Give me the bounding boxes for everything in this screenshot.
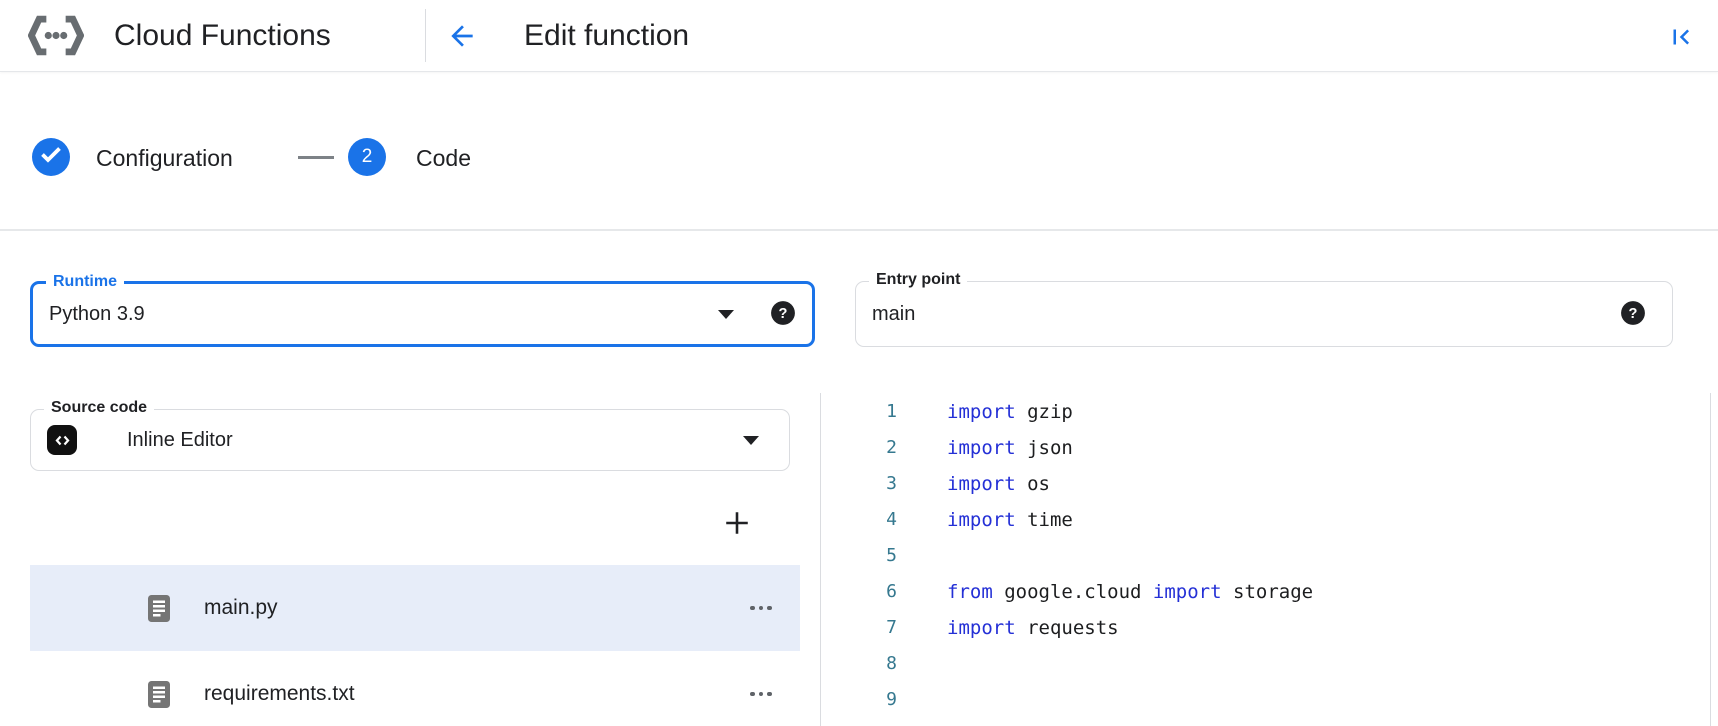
line-number: 7: [886, 617, 897, 638]
entry-point-input[interactable]: [872, 302, 1584, 326]
cloud-functions-logo-icon: [27, 14, 85, 57]
editor-left-divider: [820, 393, 821, 726]
line-number: 6: [886, 581, 897, 602]
product-title: Cloud Functions: [114, 19, 331, 52]
file-row-main.py[interactable]: main.py: [30, 565, 800, 651]
file-row-requirements.txt[interactable]: requirements.txt: [30, 651, 800, 726]
line-number: 9: [886, 689, 897, 710]
more-options-button[interactable]: [750, 605, 772, 611]
file-name: requirements.txt: [204, 682, 355, 705]
svg-text:?: ?: [1629, 306, 1638, 322]
code-line-4[interactable]: 4 import time: [821, 502, 1709, 538]
editor-right-border: [1710, 393, 1711, 726]
line-content: from google.cloud import storage: [947, 581, 1314, 603]
code-line-5[interactable]: 5: [821, 538, 1709, 574]
code-line-6[interactable]: 6 from google.cloud import storage: [821, 574, 1709, 610]
code-line-3[interactable]: 3 import os: [821, 466, 1709, 502]
source-code-label: Source code: [44, 398, 155, 418]
entry-point-field[interactable]: Entry point ?: [855, 270, 1673, 347]
step-configuration-complete-icon[interactable]: [32, 138, 70, 176]
section-divider: [0, 229, 1718, 231]
add-file-button[interactable]: [710, 500, 764, 548]
arrow-back-icon: [446, 25, 478, 55]
line-number: 4: [886, 509, 897, 530]
code-brackets-icon: [47, 425, 77, 455]
runtime-help-button[interactable]: ?: [770, 300, 796, 329]
check-icon: [32, 135, 70, 179]
step-code-label[interactable]: Code: [416, 145, 471, 171]
entry-point-help-button[interactable]: ?: [1620, 300, 1646, 329]
code-line-1[interactable]: 1 import gzip: [821, 394, 1709, 430]
line-number: 5: [886, 545, 897, 566]
runtime-value: Python 3.9: [49, 302, 145, 325]
line-content: import json: [947, 437, 1073, 459]
back-button[interactable]: [446, 20, 478, 52]
header-divider: [425, 9, 426, 62]
line-number: 1: [886, 401, 897, 422]
line-number: 3: [886, 473, 897, 494]
code-line-7[interactable]: 7 import requests: [821, 610, 1709, 646]
step-configuration-label[interactable]: Configuration: [96, 145, 233, 171]
line-number: 8: [886, 653, 897, 674]
help-icon: ?: [770, 300, 796, 329]
app-header: Cloud Functions Edit function: [0, 0, 1718, 72]
code-line-8[interactable]: 8: [821, 646, 1709, 682]
line-content: import time: [947, 509, 1073, 531]
plus-icon: [723, 509, 751, 540]
more-options-button[interactable]: [750, 691, 772, 697]
document-icon: [148, 680, 170, 708]
line-content: import gzip: [947, 401, 1073, 423]
line-content: import os: [947, 473, 1050, 495]
code-line-9[interactable]: 9: [821, 682, 1709, 718]
step-code-number-badge[interactable]: 2: [348, 138, 386, 176]
help-icon: ?: [1620, 300, 1646, 329]
source-code-select[interactable]: Source code Inline Editor: [30, 398, 790, 471]
entry-point-label: Entry point: [869, 270, 968, 290]
code-line-2[interactable]: 2 import json: [821, 430, 1709, 466]
file-name: main.py: [204, 596, 278, 619]
svg-text:?: ?: [779, 306, 788, 322]
source-code-value: Inline Editor: [127, 428, 233, 451]
file-list: main.py requirements.txt: [30, 565, 800, 726]
dropdown-caret-icon: [718, 309, 734, 319]
collapse-panel-button[interactable]: [1666, 22, 1696, 52]
runtime-select[interactable]: Runtime Python 3.9 ?: [30, 272, 815, 347]
page-title: Edit function: [524, 19, 690, 52]
document-icon: [148, 594, 170, 622]
step-connector: [298, 156, 334, 159]
line-content: import requests: [947, 617, 1119, 639]
first-page-icon: [1666, 29, 1696, 55]
dropdown-caret-icon: [743, 435, 759, 445]
runtime-label: Runtime: [46, 272, 124, 292]
code-editor[interactable]: 1 import gzip 2 import json 3 import os 4 impor…: [821, 394, 1709, 726]
line-number: 2: [886, 437, 897, 458]
